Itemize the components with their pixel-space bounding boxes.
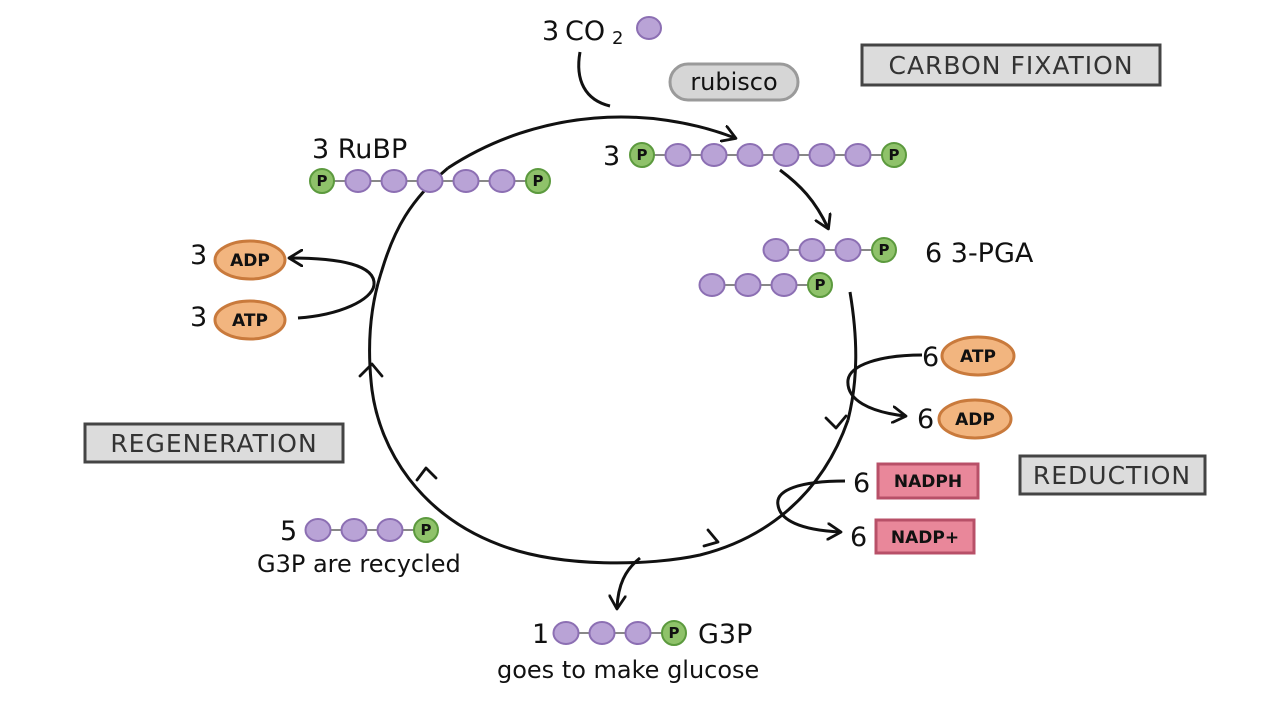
stage-regeneration-label: REGENERATION: [110, 429, 317, 458]
rubisco-enzyme: rubisco: [668, 62, 800, 102]
co2-count: 3: [542, 16, 559, 47]
output-g3p-molecule: P: [552, 620, 687, 646]
cycle-direction-chevron: [824, 414, 848, 430]
stage-carbon-fixation: CARBON FIXATION: [860, 43, 1162, 87]
reduction-nadp-count: 6: [850, 522, 867, 553]
carbon-atom: [624, 621, 652, 645]
regen-atp-count: 3: [190, 302, 207, 333]
stage-reduction: REDUCTION: [1018, 454, 1207, 496]
phosphate-group: [807, 272, 833, 298]
carbon-atom: [798, 238, 826, 262]
carbon-atom: [664, 143, 692, 167]
atp-reduction-arrow: [846, 353, 923, 416]
cycle-direction-chevron: [358, 362, 384, 378]
nadp-label: NADP+: [891, 528, 959, 548]
carbon-atom: [700, 143, 728, 167]
phosphate-group: [871, 237, 897, 263]
co2-input-arrow: [577, 51, 611, 108]
cycle-direction-chevron: [415, 466, 438, 482]
reduction-atp: 6 ATP: [922, 335, 1016, 377]
reduction-atp-count: 6: [922, 342, 939, 373]
reduction-adp: 6 ADP: [917, 398, 1013, 440]
carbon-atom: [762, 238, 790, 262]
phosphate-label: P: [815, 276, 826, 294]
g3p-output-arrow: [617, 556, 641, 608]
atp-label: ATP: [232, 311, 268, 331]
carbon-atom: [340, 518, 368, 542]
phosphate-group: [309, 168, 335, 194]
carbon-atom: [844, 143, 872, 167]
phosphate-group: [629, 142, 655, 168]
atp-label: ATP: [960, 347, 996, 367]
phosphate-label: P: [879, 241, 890, 259]
nadph-reduction-arrow: [776, 479, 846, 532]
rubp-label: 3 RuBP: [312, 134, 407, 165]
reduction-nadph-count: 6: [853, 468, 870, 499]
phosphate-label: P: [637, 146, 648, 164]
atp-regeneration-arrow: [290, 258, 376, 320]
phosphate-label: P: [669, 624, 680, 642]
nadph-label: NADPH: [894, 472, 962, 492]
recycled-label: G3P are recycled: [257, 550, 461, 578]
phosphate-group: [661, 620, 687, 646]
carbon-atom: [834, 238, 862, 262]
output-label: goes to make glucose: [497, 656, 759, 684]
adp-label: ADP: [955, 410, 995, 430]
regen-atp: 3 ATP: [190, 299, 287, 341]
carbon-atom: [488, 169, 516, 193]
phosphate-label: P: [533, 172, 544, 190]
phosphate-label: P: [421, 521, 432, 539]
carbon-atom: [552, 621, 580, 645]
reduction-nadp: 6 NADP+: [850, 518, 976, 555]
cycle-circle: [358, 115, 858, 565]
output-name: G3P: [698, 619, 752, 650]
stage-reduction-label: REDUCTION: [1033, 461, 1191, 490]
rubisco-label: rubisco: [690, 68, 777, 96]
phosphate-group: [525, 168, 551, 194]
phosphate-label: P: [889, 146, 900, 164]
carbon-atom: [808, 143, 836, 167]
co2-label: CO: [565, 16, 605, 47]
carbon-atom: [376, 518, 404, 542]
cycle-direction-chevron: [702, 528, 720, 548]
carbon-atom: [380, 169, 408, 193]
stage-carbon-fixation-label: CARBON FIXATION: [888, 51, 1133, 80]
carbon-atom: [770, 273, 798, 297]
phosphate-group: [881, 142, 907, 168]
carbon-atom: [736, 143, 764, 167]
co2-input: 3 CO 2: [542, 16, 662, 49]
phosphate-group: [413, 517, 439, 543]
phosphate-label: P: [317, 172, 328, 190]
output-count: 1: [532, 619, 549, 650]
adp-label: ADP: [230, 251, 270, 271]
carbon-atom: [698, 273, 726, 297]
regen-adp-count: 3: [190, 240, 207, 271]
carbon-atom: [734, 273, 762, 297]
reduction-nadph: 6 NADPH: [853, 462, 980, 500]
recycled-count: 5: [280, 516, 297, 547]
pga-molecule: P: [698, 272, 833, 298]
six-carbon-count: 3: [603, 141, 620, 172]
regen-adp: 3 ADP: [190, 239, 287, 281]
recycled-g3p-molecule: P: [304, 517, 439, 543]
co2-subscript: 2: [612, 28, 623, 49]
carbon-atom: [636, 16, 662, 40]
carbon-atom: [304, 518, 332, 542]
carbon-atom: [772, 143, 800, 167]
carbon-atom: [588, 621, 616, 645]
carbon-atom: [416, 169, 444, 193]
pga-label: 6 3-PGA: [925, 238, 1034, 269]
pga-molecule: P: [762, 237, 897, 263]
split-arrow: [779, 168, 828, 228]
carbon-atom: [452, 169, 480, 193]
stage-regeneration: REGENERATION: [83, 422, 345, 464]
reduction-adp-count: 6: [917, 404, 934, 435]
carbon-atom: [344, 169, 372, 193]
